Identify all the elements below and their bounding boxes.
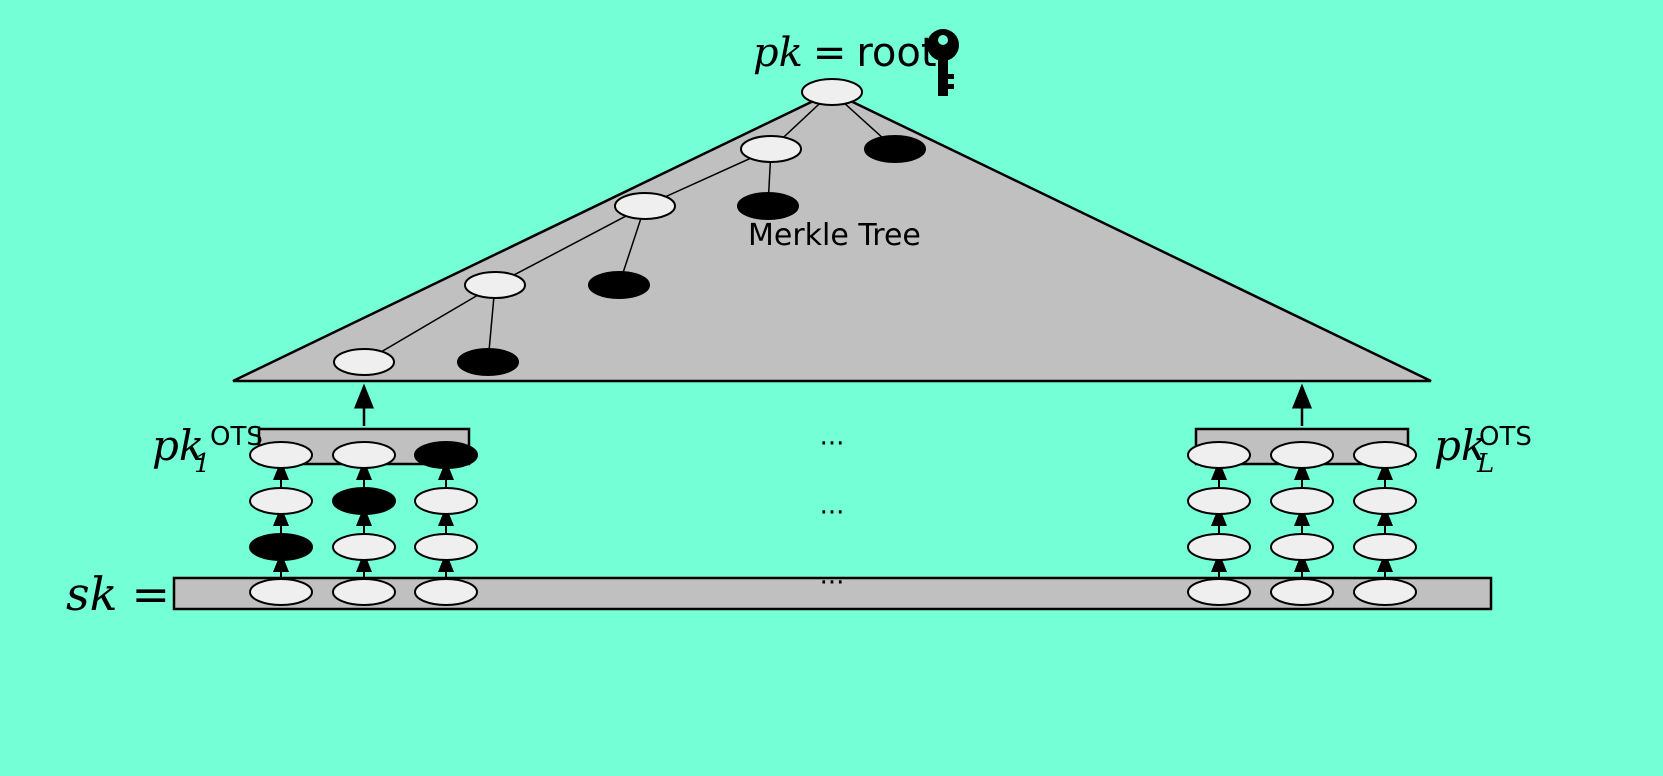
ellipsis-ots: ··· xyxy=(820,429,845,459)
tree-nodes xyxy=(333,78,926,376)
key-icon xyxy=(927,29,959,96)
chain-node xyxy=(414,533,478,561)
chain-node-revealed xyxy=(249,533,313,561)
ots-label-right: pk L OTS xyxy=(1434,421,1532,479)
chain-node xyxy=(1353,533,1417,561)
tree-node xyxy=(464,271,526,299)
ellipsis-secret-key: ··· xyxy=(820,568,845,598)
chain-node xyxy=(249,578,313,606)
tree-leaf xyxy=(333,348,395,376)
sk-equals: = xyxy=(131,567,170,621)
ots-right-sub: L xyxy=(1476,449,1494,479)
chain-node xyxy=(1353,578,1417,606)
chain-node-revealed xyxy=(332,487,396,515)
tree-node-auth xyxy=(737,192,799,220)
chain-node xyxy=(332,441,396,469)
ots-right-sup: OTS xyxy=(1479,422,1532,452)
tree-node-auth xyxy=(588,271,650,299)
chain-node xyxy=(332,533,396,561)
root-label: pk=root xyxy=(753,30,937,76)
chain-node xyxy=(1187,441,1251,469)
chain-node xyxy=(249,487,313,515)
merkle-tree-label: Merkle Tree xyxy=(748,218,921,253)
ellipsis-chains: ··· xyxy=(820,498,845,528)
sk-label: sk = xyxy=(66,567,170,621)
root-word: root xyxy=(856,30,936,76)
tree-node xyxy=(740,135,802,163)
chain-node xyxy=(414,487,478,515)
tree-leaf-auth xyxy=(457,348,519,376)
chain-node xyxy=(1270,487,1334,515)
ots-left-base: pk xyxy=(152,421,204,470)
chain-node xyxy=(1270,578,1334,606)
tree-edge xyxy=(363,284,496,363)
chain-node-revealed xyxy=(414,441,478,469)
chain-node xyxy=(1270,441,1334,469)
ots-right-base: pk xyxy=(1434,421,1486,470)
chain-node xyxy=(1353,441,1417,469)
root-node xyxy=(801,78,863,106)
hash-chains xyxy=(249,441,1417,606)
sk-symbol: sk xyxy=(66,567,117,621)
chain-node xyxy=(1187,487,1251,515)
tree-edge xyxy=(494,205,646,286)
ots-label-left: pk 1 OTS xyxy=(152,421,263,479)
equals-sign: = xyxy=(813,30,847,76)
chain-node xyxy=(1187,578,1251,606)
chain-node xyxy=(1353,487,1417,515)
chain-node xyxy=(249,441,313,469)
pk-symbol: pk xyxy=(753,30,803,76)
chain-node xyxy=(1187,533,1251,561)
chain-node xyxy=(414,578,478,606)
merkle-tree-triangle xyxy=(232,90,1432,383)
tree-node-auth xyxy=(864,135,926,163)
tree-node xyxy=(614,192,676,220)
ots-left-sup: OTS xyxy=(210,422,263,452)
chain-node xyxy=(332,578,396,606)
chain-node xyxy=(1270,533,1334,561)
ots-left-sub: 1 xyxy=(194,449,211,479)
